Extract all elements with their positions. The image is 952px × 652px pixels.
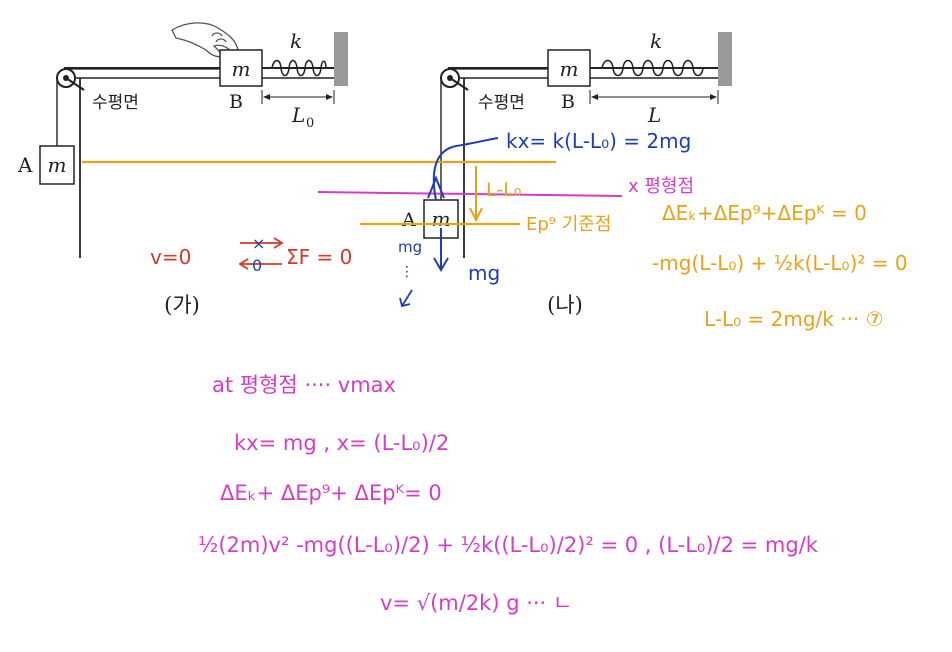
orange-reference-label: Ep⁹ 기준점 bbox=[526, 214, 611, 235]
orange-energy-eq2: -mg(L-L₀) + ½k(L-L₀)² = 0 bbox=[652, 251, 908, 275]
blue-mg-label: mg bbox=[468, 261, 500, 285]
caption-na: (나) bbox=[547, 293, 583, 317]
orange-ll0-label: L-L₀ bbox=[486, 179, 521, 201]
block-a-ga-mass: m bbox=[48, 153, 67, 177]
blue-dots: ⋮ bbox=[400, 264, 414, 280]
magenta-line3: ΔEₖ+ ΔEp⁹+ ΔEpᴷ= 0 bbox=[220, 481, 442, 505]
caption-ga: (가) bbox=[164, 293, 200, 317]
block-b-ga-label: B bbox=[229, 91, 243, 113]
magenta-line5: v= √(m/2k) g ··· ㄴ bbox=[380, 591, 572, 615]
red-v0: v=0 bbox=[150, 245, 191, 269]
blue-force-curve bbox=[432, 137, 499, 201]
spring-ga bbox=[262, 59, 334, 77]
dim-l0-sub: 0 bbox=[306, 116, 314, 131]
hand-icon bbox=[171, 22, 239, 58]
dim-l: L bbox=[647, 103, 661, 127]
block-a-ga bbox=[39, 145, 75, 185]
block-b-ga-mass: m bbox=[232, 57, 251, 81]
red-arrow-group: × 0 bbox=[238, 234, 284, 275]
magenta-line4: ½(2m)v² -mg((L-L₀)/2) + ½k((L-L₀)/2)² = … bbox=[198, 533, 819, 557]
magenta-line2: kx= mg , x= (L-L₀)/2 bbox=[234, 431, 449, 455]
red-sigma-f: ΣF = 0 bbox=[286, 245, 352, 269]
block-b-na-mass: m bbox=[560, 57, 579, 81]
block-a-ga-label: A bbox=[17, 153, 33, 177]
magenta-equilibrium-line bbox=[317, 191, 623, 197]
block-a-na-mass: m bbox=[432, 207, 451, 231]
blue-mg-small: mg bbox=[398, 238, 422, 256]
blue-force-eq: kx= k(L-L₀) = 2mg bbox=[506, 129, 691, 153]
magenta-line1: at 평형점 ···· vmax bbox=[212, 373, 396, 397]
wall-na bbox=[718, 32, 732, 86]
wall-ga bbox=[334, 32, 348, 86]
figure-ga: m A m B k L 0 수평면 (가) bbox=[17, 22, 348, 317]
block-b-na-label: B bbox=[561, 91, 575, 113]
orange-result: L-L₀ = 2mg/k ··· ⑦ bbox=[704, 307, 884, 331]
spring-ga-k: k bbox=[290, 29, 302, 53]
block-a-na-label: A bbox=[401, 209, 416, 231]
orange-energy-eq1: ΔEₖ+ΔEp⁹+ΔEpᴷ = 0 bbox=[662, 201, 867, 225]
surface-label-ga: 수평면 bbox=[92, 93, 139, 113]
spring-na bbox=[590, 59, 718, 77]
blue-small-arrow bbox=[401, 289, 413, 307]
figure-na: m B k L 수평면 m A (나) bbox=[401, 29, 732, 317]
svg-text:×: × bbox=[252, 234, 265, 253]
surface-label-na: 수평면 bbox=[478, 93, 525, 113]
spring-na-k: k bbox=[650, 29, 662, 53]
magenta-equilibrium-label: x 평형점 bbox=[628, 176, 694, 197]
svg-text:0: 0 bbox=[252, 256, 262, 275]
dim-l0-main: L bbox=[291, 103, 305, 127]
